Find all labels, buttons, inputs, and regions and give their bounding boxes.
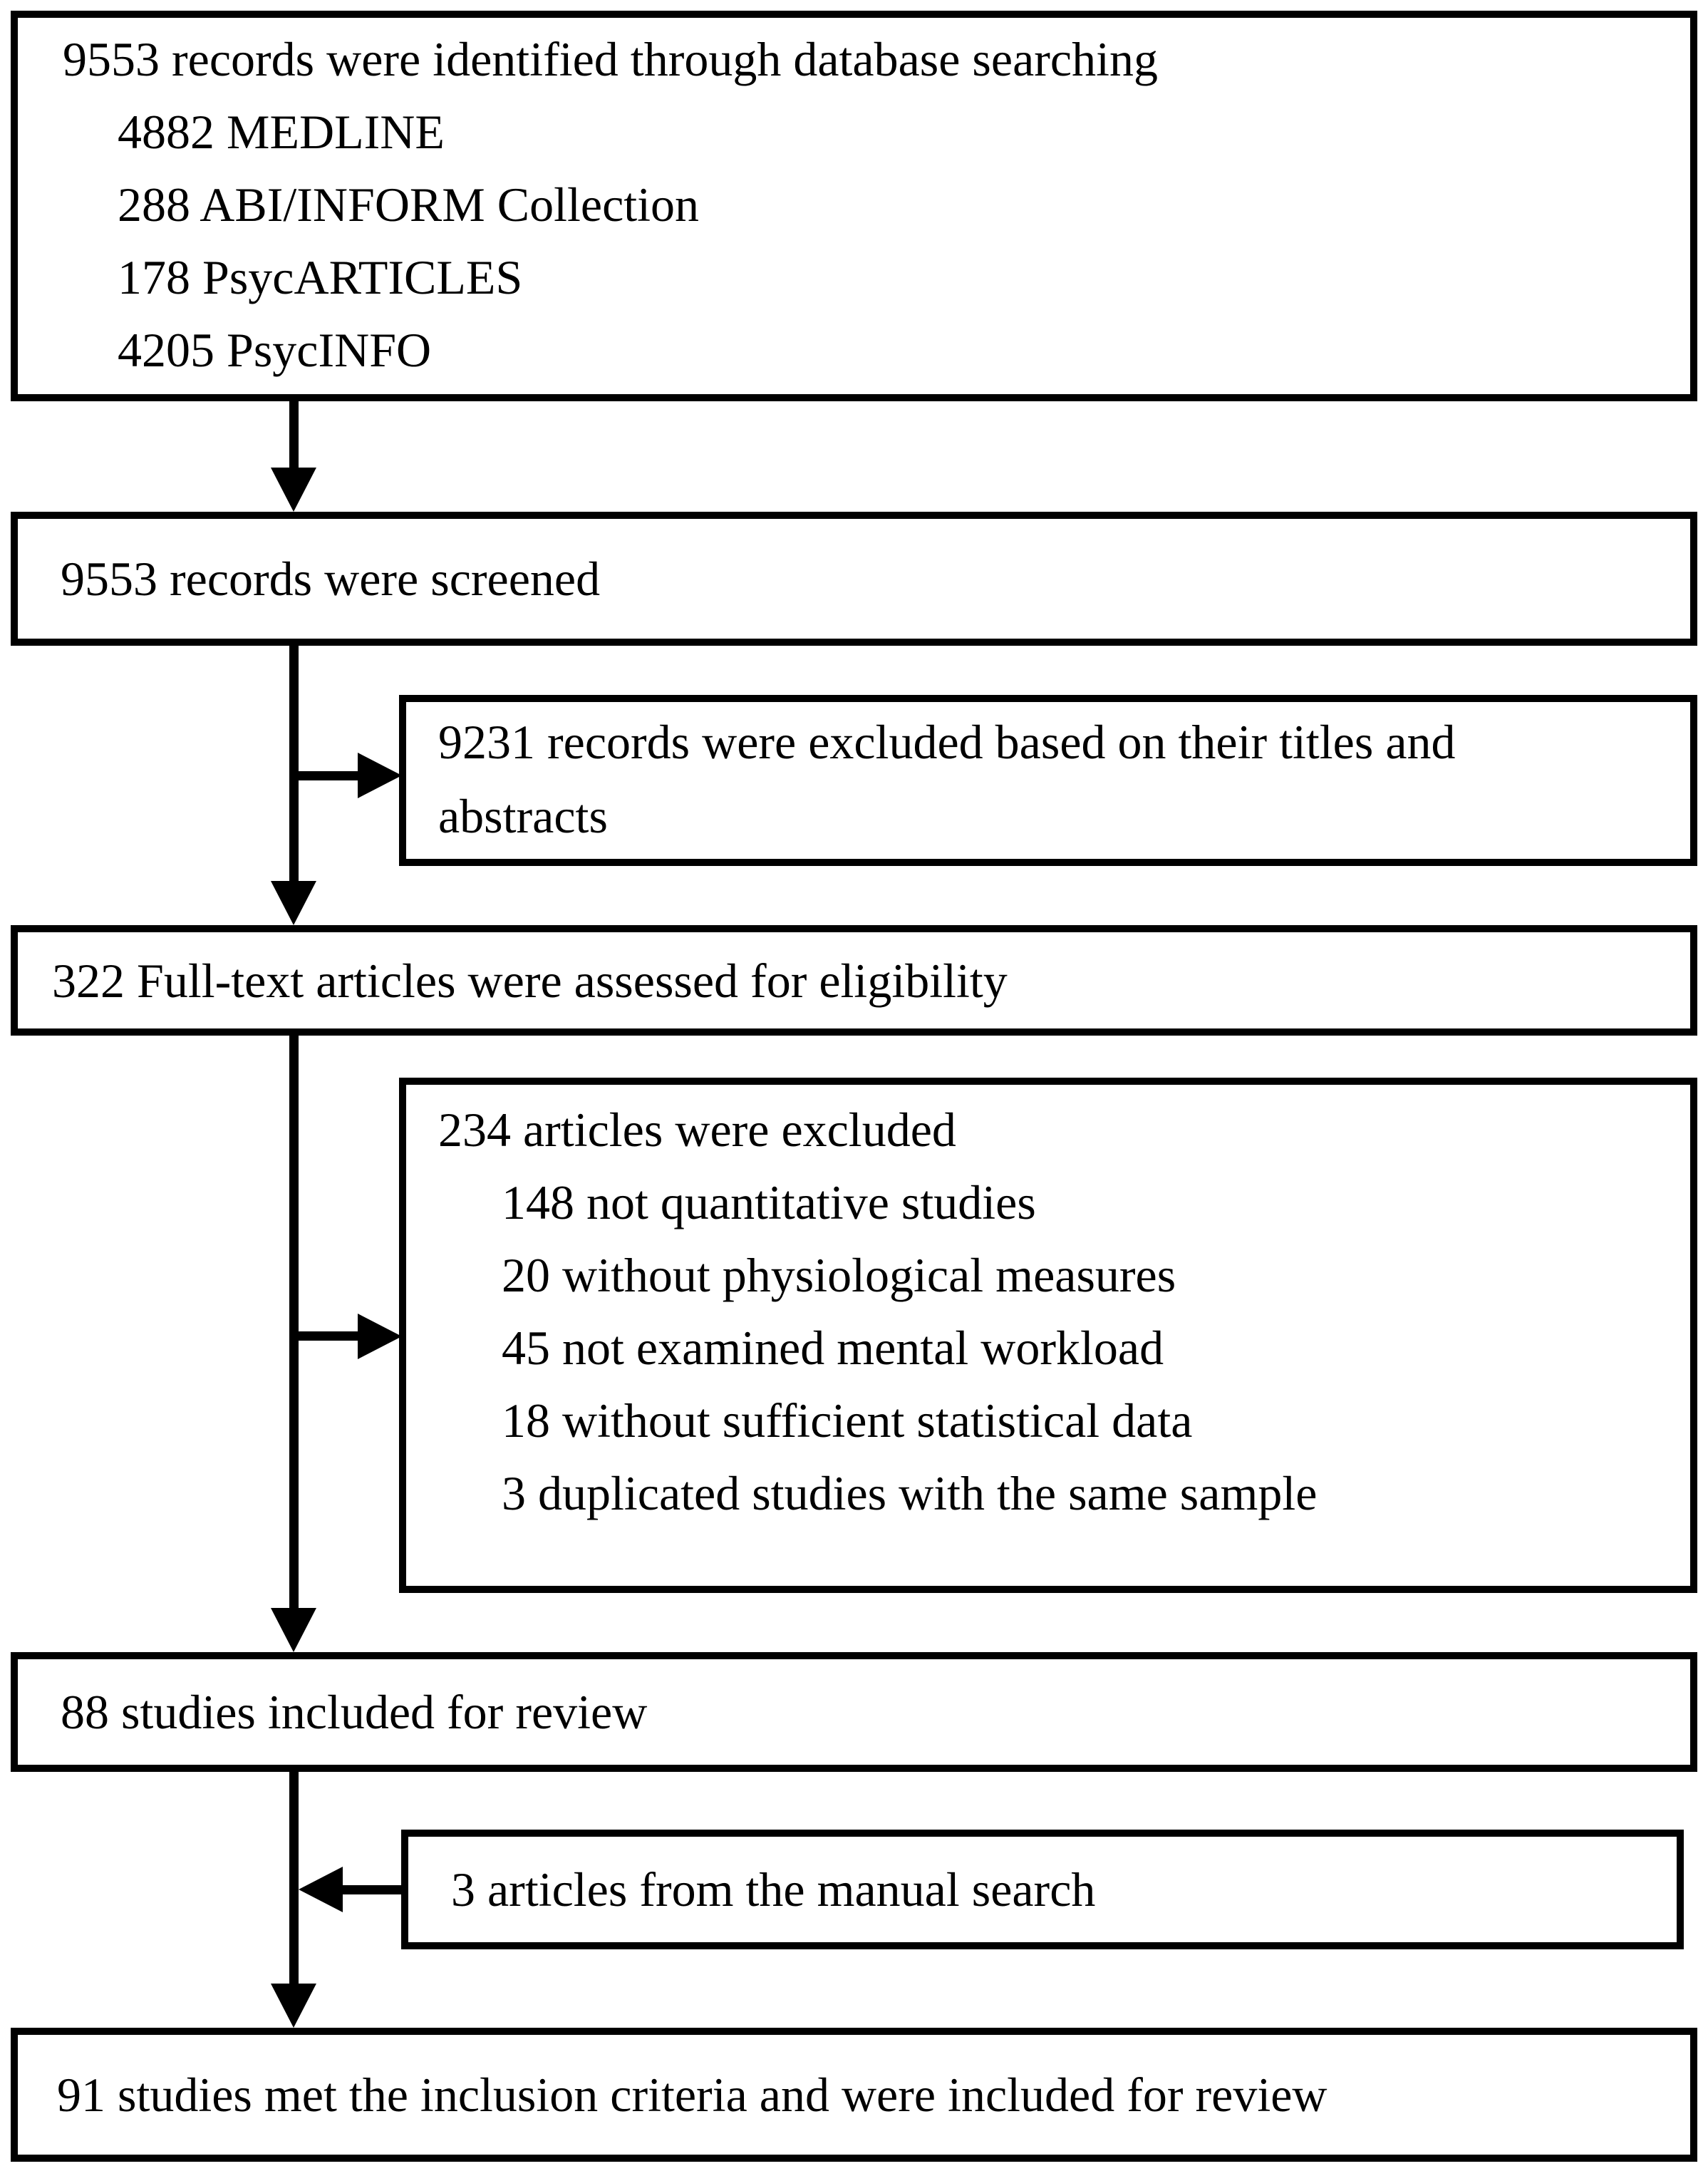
excluded-reason-insufficient-data: 18 without sufficient statistical data	[502, 1393, 1193, 1448]
box-fulltext-assessed: 322 Full-text articles were assessed for…	[11, 925, 1697, 1036]
connector-branch-manual-search	[341, 1885, 405, 1894]
manual-search-text: 3 articles from the manual search	[451, 1862, 1096, 1917]
connector-branch-excluded-screening	[294, 771, 359, 780]
arrowhead-down-icon	[271, 1984, 316, 2028]
final-text: 91 studies met the inclusion criteria an…	[57, 2068, 1327, 2122]
identified-title: 9553 records were identified through dat…	[63, 32, 1158, 86]
box-manual-search: 3 articles from the manual search	[401, 1830, 1684, 1949]
excluded-reason-not-quantitative: 148 not quantitative studies	[502, 1175, 1036, 1229]
box-records-identified: 9553 records were identified through dat…	[11, 11, 1697, 401]
arrowhead-right-icon	[358, 1314, 402, 1359]
identified-source-abi-inform: 288 ABI/INFORM Collection	[118, 177, 700, 232]
arrowhead-right-icon	[358, 753, 402, 798]
arrowhead-down-icon	[271, 468, 316, 512]
connector-branch-excluded-fulltext	[294, 1331, 359, 1341]
arrowhead-left-icon	[299, 1867, 343, 1912]
excluded-fulltext-title: 234 articles were excluded	[438, 1103, 956, 1157]
box-records-screened: 9553 records were screened	[11, 512, 1697, 646]
box-studies-included: 88 studies included for review	[11, 1652, 1697, 1772]
screened-text: 9553 records were screened	[61, 552, 601, 606]
arrowhead-down-icon	[271, 1608, 316, 1652]
connector-included-to-final	[289, 1768, 299, 1989]
identified-source-medline: 4882 MEDLINE	[118, 105, 445, 159]
connector-identified-to-screened	[289, 398, 299, 470]
arrowhead-down-icon	[271, 881, 316, 925]
box-final-included: 91 studies met the inclusion criteria an…	[11, 2028, 1697, 2162]
fulltext-text: 322 Full-text articles were assessed for…	[52, 953, 1008, 1008]
box-articles-excluded: 234 articles were excluded 148 not quant…	[399, 1078, 1697, 1593]
box-excluded-titles-abstracts: 9231 records were excluded based on thei…	[399, 695, 1697, 866]
connector-fulltext-to-included	[289, 1031, 299, 1612]
identified-source-psycinfo: 4205 PsycINFO	[118, 323, 432, 377]
excluded-reason-duplicated: 3 duplicated studies with the same sampl…	[502, 1466, 1318, 1520]
excluded-screening-text: 9231 records were excluded based on thei…	[438, 715, 1456, 843]
included-text: 88 studies included for review	[61, 1685, 648, 1739]
excluded-reason-no-physiological: 20 without physiological measures	[502, 1248, 1176, 1302]
connector-screened-to-fulltext	[289, 641, 299, 884]
identified-source-psycarticles: 178 PsycARTICLES	[118, 250, 523, 304]
excluded-reason-no-mental-workload: 45 not examined mental workload	[502, 1321, 1164, 1375]
